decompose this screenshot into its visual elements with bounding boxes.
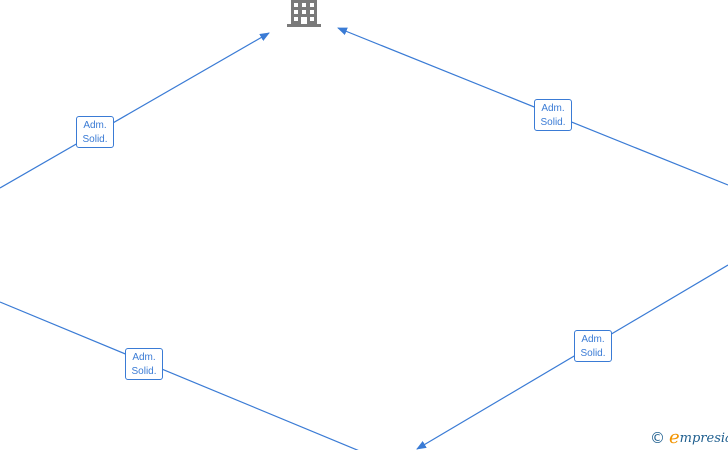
building-icon[interactable] — [287, 0, 321, 27]
edge-label-line2: Solid. — [580, 348, 606, 359]
edge-label-top-right[interactable]: Adm. Solid. — [534, 99, 572, 131]
edge-label-line1: Adm. — [132, 352, 156, 363]
edge-label-line1: Adm. — [541, 103, 565, 114]
edge-line-bottom-right — [416, 264, 728, 450]
edge-label-line1: Adm. — [83, 120, 107, 131]
edge-line-top-right — [337, 27, 728, 186]
edge-label-bottom-right[interactable]: Adm. Solid. — [574, 330, 612, 362]
edge-line-top-left — [0, 32, 270, 189]
empresia-watermark: © e mpresia — [650, 428, 728, 448]
edge-label-line2: Solid. — [131, 366, 157, 377]
brand-logo-letter: e — [669, 427, 680, 448]
copyright-icon: © — [650, 429, 665, 447]
brand-logo-text: mpresia — [679, 430, 728, 446]
edge-label-top-left[interactable]: Adm. Solid. — [76, 116, 114, 148]
edge-line-bottom-left — [0, 301, 359, 450]
edge-label-bottom-left[interactable]: Adm. Solid. — [125, 348, 163, 380]
edge-label-line1: Adm. — [581, 334, 605, 345]
edge-label-line2: Solid. — [82, 134, 108, 145]
edge-label-line2: Solid. — [540, 117, 566, 128]
